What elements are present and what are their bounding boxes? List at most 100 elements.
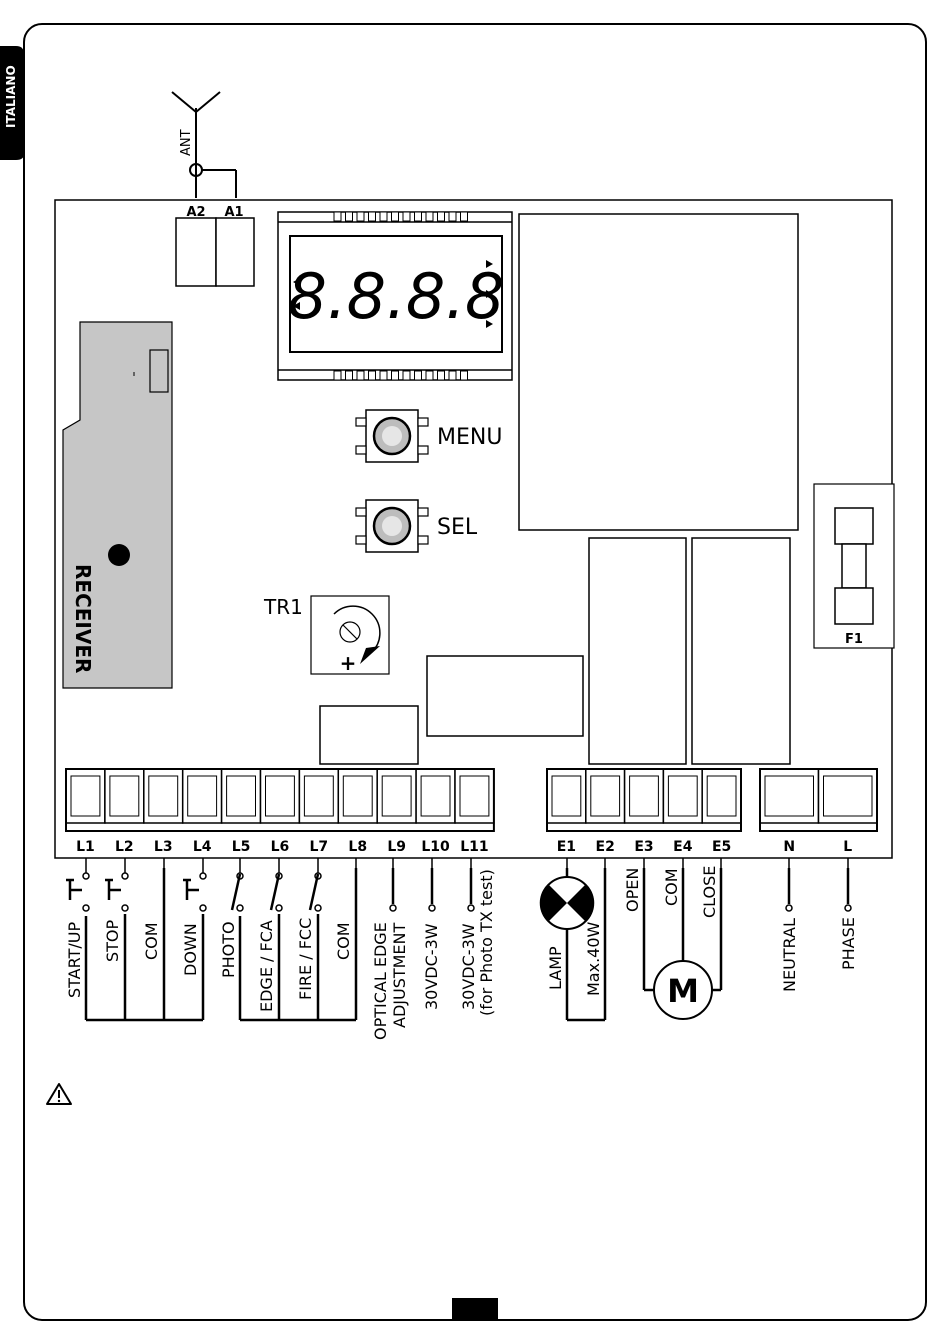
component-block xyxy=(427,656,583,736)
antenna-label: ANT xyxy=(179,129,194,156)
lcd-pin xyxy=(380,371,387,380)
terminal-a2 xyxy=(176,218,216,286)
terminal-l-l10 xyxy=(416,769,455,823)
fire-label: FIRE / FCC xyxy=(296,918,315,1000)
terminal-l-label: L1 xyxy=(76,839,95,855)
lcd-display: 8.8.8.8 xyxy=(278,212,512,380)
terminal-l-label: L2 xyxy=(115,839,134,855)
terminal-l-label: L8 xyxy=(348,839,367,855)
lcd-pin xyxy=(461,371,468,380)
terminal-l-label: L10 xyxy=(421,839,450,855)
com-motor-label: COM xyxy=(662,868,681,906)
lcd-pin xyxy=(392,212,399,221)
lcd-pin xyxy=(426,371,433,380)
lcd-pin xyxy=(426,212,433,221)
terminal-e-e1 xyxy=(547,769,586,823)
terminal-e-e4 xyxy=(663,769,702,823)
lcd-pin xyxy=(346,371,353,380)
lamp-max-label: Max.40W xyxy=(584,921,603,996)
menu-button-label: MENU xyxy=(437,425,502,450)
transformer-block xyxy=(519,214,798,530)
component-block-small xyxy=(320,706,418,764)
stop-label: STOP xyxy=(103,919,122,962)
terminal-power-n xyxy=(760,769,819,823)
terminal-l-l4 xyxy=(183,769,222,823)
vdc-label: 30VDC-3W xyxy=(422,923,441,1010)
terminal-l-l11 xyxy=(455,769,494,823)
terminal-l-label: L9 xyxy=(387,839,406,855)
lcd-pin xyxy=(449,371,456,380)
photo-label: PHOTO xyxy=(219,921,238,978)
trimmer-label: TR1 xyxy=(263,595,303,619)
lcd-pin xyxy=(403,371,410,380)
terminal-power-label: L xyxy=(843,839,852,855)
terminal-e-e3 xyxy=(625,769,664,823)
sel-button[interactable] xyxy=(356,500,428,552)
terminal-l-l8 xyxy=(338,769,377,823)
lcd-pin xyxy=(449,212,456,221)
terminal-l-l2 xyxy=(105,769,144,823)
terminal-l-label: L3 xyxy=(154,839,173,855)
terminal-power-l xyxy=(819,769,878,823)
terminal-strip-l: L1L2L3L4L5L6L7L8L9L10L11 xyxy=(66,769,494,855)
start-up-label: START/UP xyxy=(65,922,84,998)
terminal-l-l3 xyxy=(144,769,183,823)
terminal-l-label: L5 xyxy=(232,839,251,855)
phase-label: PHASE xyxy=(839,917,858,970)
vdc-test-label: 30VDC-3W xyxy=(459,923,478,1010)
motor-label: M xyxy=(667,972,699,1010)
lcd-pin xyxy=(369,371,376,380)
terminal-e-e5 xyxy=(702,769,741,823)
terminal-e-e2 xyxy=(586,769,625,823)
terminal-l-l1 xyxy=(66,769,105,823)
lcd-pin xyxy=(461,212,468,221)
down-label: DOWN xyxy=(181,923,200,976)
lcd-pin xyxy=(346,212,353,221)
terminal-strip-e: E1 E2 E3 E4 E5 xyxy=(547,769,741,855)
terminal-l-label: L4 xyxy=(193,839,212,855)
lcd-pin xyxy=(357,212,364,221)
terminal-l-l5 xyxy=(222,769,261,823)
warning-triangle-icon xyxy=(47,1084,71,1104)
terminal-a1 xyxy=(216,218,254,286)
lcd-pin xyxy=(334,212,341,221)
open-label: OPEN xyxy=(623,868,642,912)
lcd-pin xyxy=(357,371,364,380)
relay-right xyxy=(692,538,790,764)
fuse-holder xyxy=(814,484,894,648)
com-label-2: COM xyxy=(334,922,353,960)
relay-left xyxy=(589,538,686,764)
photo-tx-test-label: (for Photo TX test) xyxy=(477,869,496,1016)
lcd-pin xyxy=(334,371,341,380)
edge-label: EDGE / FCA xyxy=(257,920,276,1012)
fuse-label: F1 xyxy=(845,632,863,647)
terminal-l-l7 xyxy=(299,769,338,823)
terminal-l-label: L7 xyxy=(310,839,329,855)
lcd-pin xyxy=(380,212,387,221)
lcd-pin xyxy=(415,212,422,221)
trimmer-plus-label: + xyxy=(340,651,357,675)
adjustment-label: ADJUSTMENT xyxy=(390,922,409,1028)
terminal-e-label: E1 xyxy=(557,839,576,855)
language-tab-label: ITALIANO xyxy=(4,65,18,128)
lcd-pin xyxy=(438,212,445,221)
terminal-power-label: N xyxy=(783,839,795,855)
optical-edge-label: OPTICAL EDGE xyxy=(371,922,390,1040)
lcd-pin xyxy=(392,371,399,380)
com-label-1: COM xyxy=(142,922,161,960)
close-label: CLOSE xyxy=(700,866,719,918)
terminal-e-label: E2 xyxy=(596,839,615,855)
lamp-label: LAMP xyxy=(546,946,565,990)
terminal-l-l6 xyxy=(261,769,300,823)
lamp-icon xyxy=(540,877,595,929)
lcd-pin xyxy=(415,371,422,380)
terminal-l-l9 xyxy=(377,769,416,823)
lcd-pin xyxy=(369,212,376,221)
terminal-e-label: E5 xyxy=(712,839,731,855)
lcd-pin xyxy=(438,371,445,380)
lcd-pin xyxy=(403,212,410,221)
terminal-e-label: E3 xyxy=(634,839,653,855)
terminal-e-label: E4 xyxy=(673,839,693,855)
menu-button[interactable] xyxy=(356,410,428,462)
